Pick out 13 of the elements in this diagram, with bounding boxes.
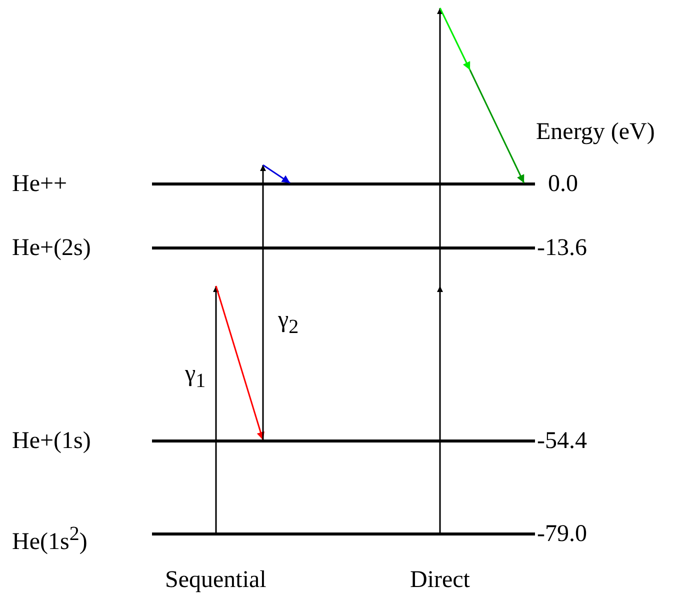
level-name: He++ [12,170,68,198]
column-label: Direct [410,566,470,594]
axis-title: Energy (eV) [536,118,655,146]
level-name: He+(1s) [12,427,91,455]
level-name: He(1s$^{2}$) [12,522,88,556]
energy-value: 0.0 [548,170,578,198]
energy-value: -13.6 [537,234,587,262]
energy-value: -54.4 [537,427,587,455]
column-label: Sequential [165,566,266,594]
energy-value: -79.0 [537,520,587,548]
photon-label: γ$_{2}$ [278,306,299,340]
photon-label: γ$_{1}$ [185,360,206,394]
level-name: He+(2s) [12,234,91,262]
